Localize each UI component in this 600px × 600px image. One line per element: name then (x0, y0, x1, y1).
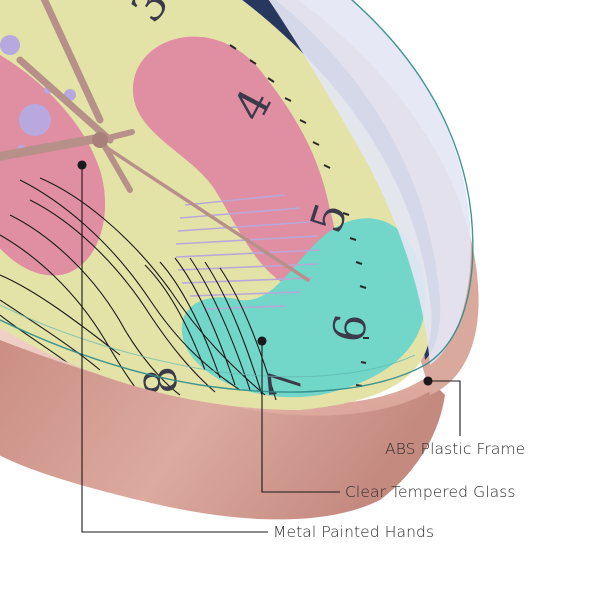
callout-metal-painted-hands: Metal Painted Hands (273, 523, 435, 541)
leader-glass (261, 341, 340, 493)
minute-ticks (229, 44, 369, 387)
glass-edge-inner (0, 304, 416, 378)
hand-hub (92, 132, 108, 148)
leader-frame-dot (423, 376, 433, 386)
minute-hand-upper (36, 0, 104, 124)
pink-blob-left (0, 40, 105, 276)
pink-blob (132, 36, 336, 292)
leader-frame (428, 380, 461, 436)
hour-hand (0, 133, 105, 165)
lavender-stripes (175, 194, 321, 310)
second-hand (93, 138, 310, 282)
leader-hands (81, 165, 268, 533)
glass-overlay (268, 0, 471, 365)
clock-hands (0, 0, 310, 282)
minute-hand (16, 56, 114, 144)
callout-clear-tempered-glass: Clear Tempered Glass (345, 483, 516, 501)
lavender-dots (0, 35, 76, 155)
callout-abs-plastic-frame: ABS Plastic Frame (385, 440, 526, 458)
numeral-7: 7 (259, 367, 312, 399)
leader-hands-dot (77, 160, 87, 170)
callout-leaders (77, 160, 461, 533)
teal-blob (181, 218, 426, 398)
hour-hand-tail (97, 135, 133, 193)
frame-body (0, 334, 445, 520)
leader-glass-dot (257, 336, 267, 346)
glass-edge (0, 0, 474, 393)
